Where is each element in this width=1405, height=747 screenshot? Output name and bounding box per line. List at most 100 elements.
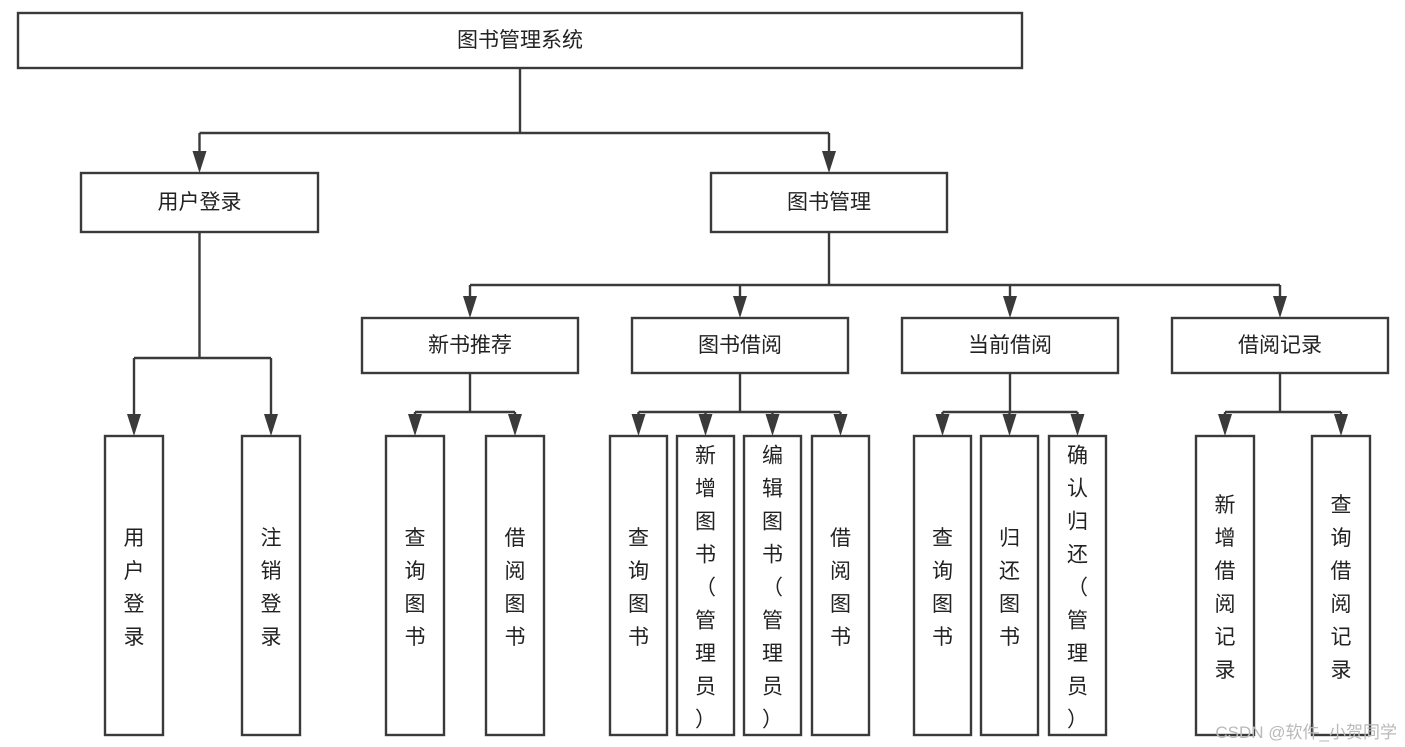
svg-text:登: 登 [261,593,282,616]
node-user-login[interactable]: 用户登录 [79,171,320,234]
svg-text:编: 编 [762,445,783,468]
svg-text:辑: 辑 [762,478,783,501]
svg-text:阅: 阅 [1215,593,1236,616]
svg-text:销: 销 [261,560,282,583]
svg-text:书: 书 [830,626,851,649]
svg-text:书: 书 [628,626,649,649]
svg-text:询: 询 [628,560,649,583]
node-root[interactable]: 图书管理系统 [16,11,1024,70]
svg-text:（: （ [1067,577,1088,600]
svg-text:）: ） [695,709,716,732]
svg-text:录: 录 [261,626,282,649]
node-label: 图书借阅 [698,334,782,357]
svg-text:图: 图 [999,593,1020,616]
svg-text:）: ） [1067,709,1088,732]
svg-text:书: 书 [505,626,526,649]
svg-text:录: 录 [1215,659,1236,682]
svg-text:管: 管 [762,610,783,633]
connector-group-borrow-record [1218,373,1348,436]
svg-text:理: 理 [762,643,783,666]
connector-group-new-book-recommend [408,373,522,436]
svg-text:借: 借 [505,527,526,550]
svg-text:录: 录 [124,626,145,649]
svg-text:员: 员 [695,676,716,699]
svg-text:理: 理 [1067,643,1088,666]
svg-text:查: 查 [405,527,426,550]
svg-text:记: 记 [1215,626,1236,649]
node-leaf-user-login[interactable]: 用户登录 [103,434,165,737]
node-label: 图书管理 [787,191,871,214]
connector-group-book-borrow [631,373,848,436]
svg-text:图: 图 [695,511,716,534]
svg-text:注: 注 [261,527,282,550]
node-current-borrow[interactable]: 当前借阅 [900,316,1120,375]
node-label: 用户登录 [124,527,145,649]
csdn-watermark: CSDN @软件_小贺同学 [1215,723,1397,742]
svg-text:借: 借 [830,527,851,550]
svg-text:书: 书 [405,626,426,649]
svg-text:阅: 阅 [830,560,851,583]
node-new-book-recommend[interactable]: 新书推荐 [360,316,580,375]
svg-text:还: 还 [1067,544,1088,567]
node-book-borrow[interactable]: 图书借阅 [630,316,850,375]
svg-text:理: 理 [695,643,716,666]
node-label: 新书推荐 [428,334,512,357]
svg-text:增: 增 [1215,527,1236,550]
svg-text:（: （ [762,577,783,600]
connector-group-root [192,68,836,173]
svg-text:户: 户 [124,560,145,583]
svg-text:员: 员 [1067,676,1088,699]
connector-group-user-login [127,232,278,436]
svg-text:询: 询 [405,560,426,583]
node-book-management[interactable]: 图书管理 [709,171,949,234]
svg-text:图: 图 [628,593,649,616]
node-borrow-record[interactable]: 借阅记录 [1170,316,1390,375]
svg-text:记: 记 [1331,626,1352,649]
svg-text:查: 查 [932,527,953,550]
svg-text:（: （ [695,577,716,600]
svg-text:借: 借 [1331,560,1352,583]
svg-text:增: 增 [695,478,716,501]
connector-group-book-management [463,232,1287,318]
node-label: 当前借阅 [968,334,1052,357]
svg-text:图: 图 [830,593,851,616]
svg-text:阅: 阅 [505,560,526,583]
svg-text:登: 登 [124,593,145,616]
svg-text:询: 询 [1331,527,1352,550]
node-label: 图书管理系统 [457,29,583,52]
connector-group-current-borrow [935,373,1085,436]
svg-text:书: 书 [695,544,716,567]
svg-text:书: 书 [762,544,783,567]
svg-text:员: 员 [762,676,783,699]
svg-text:确: 确 [1067,445,1088,468]
node-layer: 图书管理系统用户登录图书管理新书推荐图书借阅当前借阅借阅记录用户登录注销登录查询… [16,11,1390,737]
svg-text:查: 查 [628,527,649,550]
svg-text:新: 新 [1215,494,1236,517]
svg-text:归: 归 [999,527,1020,550]
svg-text:用: 用 [124,527,145,550]
